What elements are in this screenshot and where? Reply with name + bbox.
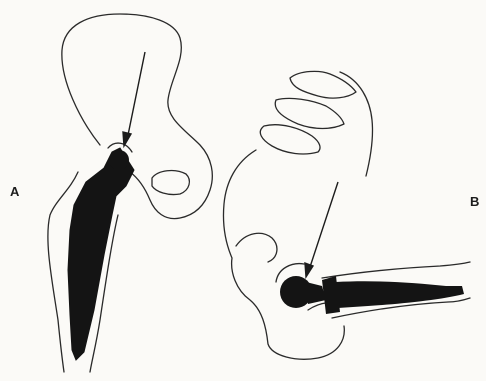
panel-b-drawing (223, 71, 470, 359)
pelvis-b-outline (223, 150, 344, 359)
vertebra-3 (260, 125, 320, 154)
sacrum-curve (340, 72, 373, 176)
obturator-foramen (152, 171, 189, 195)
implant-a-head (109, 150, 129, 170)
vertebra-2 (275, 98, 344, 128)
arrow-b (305, 182, 338, 277)
implant-a-stem (68, 148, 134, 360)
panel-label-a: A (10, 185, 19, 198)
femur-b-outline (322, 262, 470, 278)
arrow-a (123, 52, 145, 146)
panel-label-b: B (470, 195, 479, 208)
implant-b-stem (336, 281, 464, 308)
pelvis-b-inner (236, 233, 277, 262)
